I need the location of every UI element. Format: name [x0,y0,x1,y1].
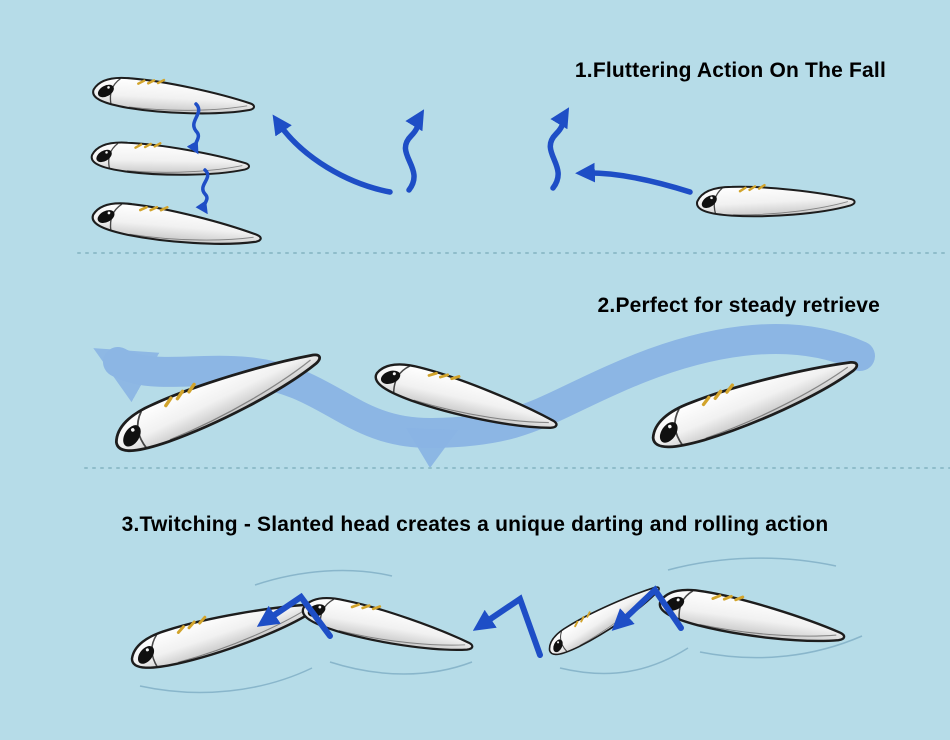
lure-twitch-3 [542,572,664,664]
twitch-zigzag-arrow [472,594,543,658]
lure-twitch-1 [124,580,321,682]
wave-arrowhead-down [406,428,458,468]
lure-twitch-2 [298,592,478,659]
lure-falling-3 [89,199,265,251]
motion-line [667,557,837,571]
section1-fluttering-illustration [89,75,857,251]
water-flow-s-arrow [547,107,570,191]
water-flow-arrow [272,114,393,195]
lure-twitch-4 [655,584,850,650]
lure-falling-1 [91,75,257,119]
motion-line [139,667,313,694]
section2-retrieve-illustration [93,324,875,468]
lure-sinking [695,179,857,222]
section2-title: 2.Perfect for steady retrieve [597,294,880,317]
section1-title: 1.Fluttering Action On The Fall [574,59,886,82]
twitch-zigzag-arrow [611,585,684,631]
flutter-fall-arrow [195,168,210,215]
water-flow-s-arrow [402,109,425,193]
motion-line [559,647,689,675]
flutter-fall-arrow [186,102,201,155]
motion-line [254,569,393,586]
twitch-zigzag-arrow [256,592,333,639]
motion-line [329,661,473,675]
motion-line [699,635,863,659]
lure-falling-2 [90,140,251,178]
water-flow-arrow [575,162,693,195]
section3-title: 3.Twitching - Slanted head creates a uni… [121,513,829,536]
section3-twitching-illustration [124,557,863,694]
